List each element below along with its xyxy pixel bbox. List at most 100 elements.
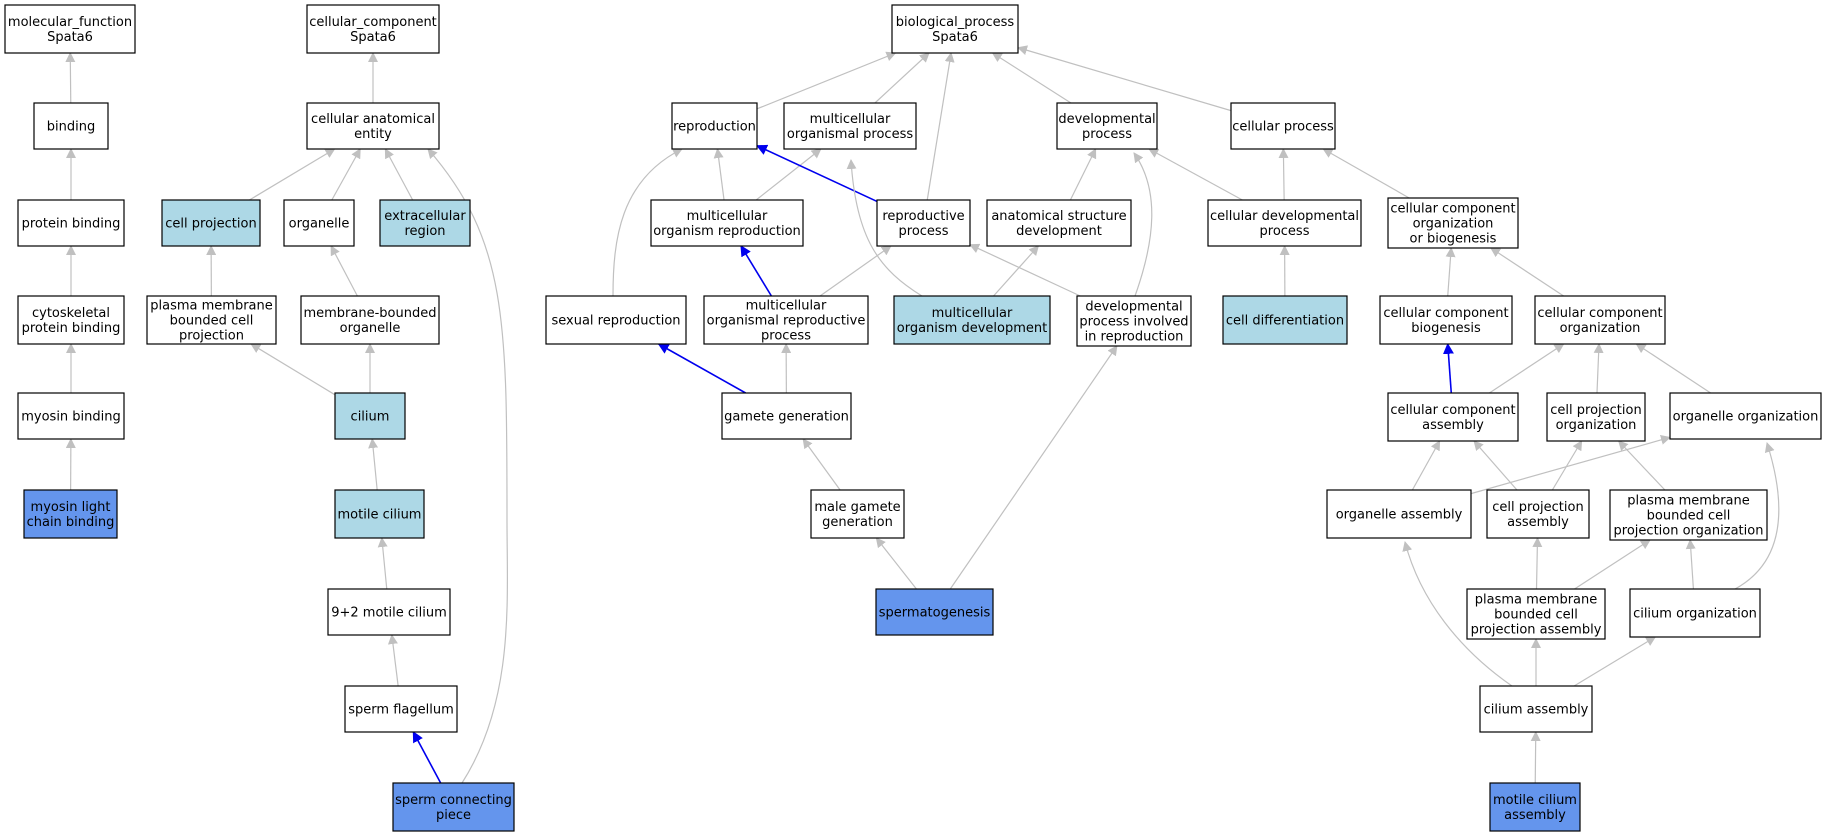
- node-box: [891, 4, 1019, 54]
- node-label-line: cell projection: [165, 217, 256, 232]
- go-term-node-cilium-assembly[interactable]: cilium assembly: [1479, 685, 1593, 733]
- edge-cilium-to-pm-bounded-cell-projection: [250, 343, 336, 396]
- go-term-node-cell-projection[interactable]: cell projection: [161, 199, 261, 247]
- node-box: [783, 102, 917, 150]
- edge-line: [1617, 440, 1666, 491]
- go-term-node-gamete-generation[interactable]: gamete generation: [721, 392, 852, 440]
- go-term-node-cellular-process[interactable]: cellular process: [1230, 102, 1336, 150]
- node-label: cilium: [351, 410, 390, 425]
- go-term-node-binding[interactable]: binding: [33, 102, 109, 150]
- go-term-node-cilium-organization[interactable]: cilium organization: [1629, 588, 1761, 638]
- go-term-node-myosin-binding[interactable]: myosin binding: [17, 392, 125, 440]
- edge-line: [1017, 45, 1232, 112]
- node-box: [306, 4, 440, 54]
- go-term-node-motile-cilium[interactable]: motile cilium: [334, 489, 425, 539]
- edge-pm-bounded-cp-assembly-to-cell-projection-assembly: [1532, 537, 1543, 590]
- edge-membrane-bounded-organelle-to-organelle: [330, 245, 358, 297]
- node-label-line: organelle: [340, 321, 401, 336]
- node-label-line: projection assembly: [1471, 623, 1602, 638]
- go-term-node-protein-binding[interactable]: protein binding: [17, 199, 125, 247]
- node-label-line: process involved: [1079, 315, 1188, 330]
- node-label-line: chain binding: [27, 515, 115, 530]
- go-term-node-organelle-organization[interactable]: organelle organization: [1669, 392, 1822, 440]
- go-term-node-reproduction[interactable]: reproduction: [671, 102, 758, 150]
- node-label-line: reproduction: [673, 120, 756, 135]
- node-label-line: projection organization: [1614, 524, 1764, 539]
- node-label-line: cilium assembly: [1484, 703, 1589, 718]
- edge-line: [740, 245, 773, 297]
- go-term-node-cell-differentiation[interactable]: cell differentiation: [1222, 295, 1348, 345]
- edge-mo-reproductive-process-to-reproductive-process: [819, 245, 892, 297]
- go-term-node-nine-two-motile-cilium[interactable]: 9+2 motile cilium: [327, 588, 451, 636]
- node-label-line: cellular component: [1390, 403, 1515, 418]
- edge-multicellular-organism-development-to-anatomical-structure-development: [993, 245, 1040, 297]
- edge-line: [1322, 148, 1410, 199]
- edge-line: [802, 438, 841, 491]
- node-box: [986, 199, 1132, 247]
- edge-curve: [846, 159, 923, 297]
- go-term-node-organelle[interactable]: organelle: [283, 199, 355, 247]
- node-label-line: projection: [179, 329, 244, 344]
- edge-cilium-organization-to-pm-bounded-cp-organization: [1685, 539, 1696, 590]
- node-label: cellular process: [1232, 120, 1334, 135]
- node-label-line: extracellular: [384, 209, 466, 224]
- node-box: [334, 489, 425, 539]
- edge-anatomical-structure-development-to-developmental-process: [1069, 148, 1097, 201]
- go-term-node-spermatogenesis[interactable]: spermatogenesis: [875, 588, 994, 636]
- node-label-line: 9+2 motile cilium: [331, 606, 447, 621]
- node-label-line: male gamete: [814, 500, 900, 515]
- node-label-line: cell differentiation: [1226, 314, 1344, 329]
- edge-line: [1551, 440, 1583, 491]
- node-label-line: binding: [47, 120, 95, 135]
- node-box: [379, 199, 471, 247]
- edge-curve: [427, 148, 509, 784]
- node-label-line: motile cilium: [338, 508, 422, 523]
- go-term-node-sperm-flagellum[interactable]: sperm flagellum: [344, 685, 458, 733]
- node-label-line: molecular_function: [8, 15, 132, 30]
- go-term-node-sexual-reproduction[interactable]: sexual reproduction: [545, 295, 687, 345]
- go-term-node-cilium[interactable]: cilium: [334, 392, 406, 440]
- edge-cell-projection-to-cellular-anatomical-entity: [249, 148, 336, 201]
- go-term-node-organelle-assembly[interactable]: organelle assembly: [1326, 489, 1472, 539]
- node-label-line: organization: [1560, 321, 1641, 336]
